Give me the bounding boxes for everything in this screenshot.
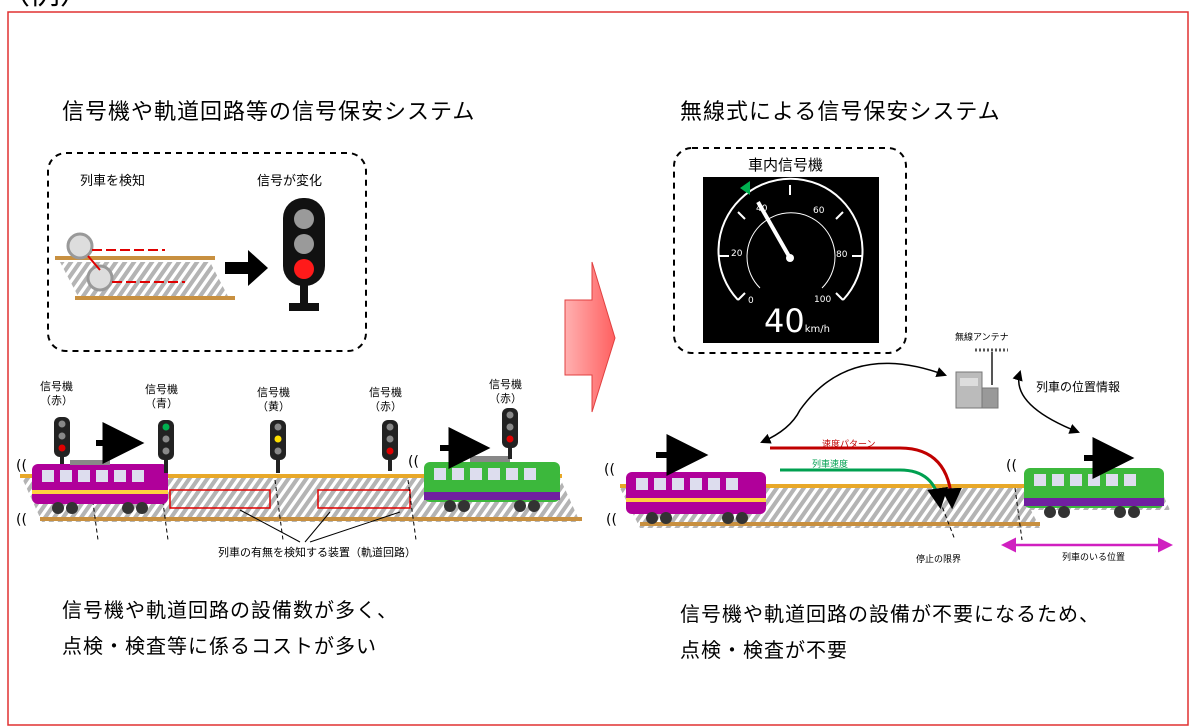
dial-tick-80: 80: [836, 250, 848, 260]
speed-pattern-curve: [770, 446, 962, 510]
right-green-train: [1024, 468, 1164, 518]
dial-tick-0: 0: [748, 296, 754, 306]
dial-tick-40: 40: [756, 204, 768, 214]
radio-wave-icon: ((: [604, 462, 615, 478]
radio-wave-icon: ((: [16, 458, 27, 474]
inset-signal-icon: [283, 198, 325, 311]
signal-5-icon: [502, 408, 518, 459]
radio-wave-icon: ((: [606, 512, 617, 528]
signal-label: 信号機（赤）: [369, 386, 402, 413]
signal-label: 信号機（赤）: [489, 378, 522, 405]
left-green-train: [424, 456, 560, 512]
signal-3-icon: [270, 420, 286, 473]
speedometer-dial: [717, 177, 864, 301]
position-info-arrow-icon: [1012, 369, 1080, 434]
signal-2-icon: [158, 420, 174, 473]
radio-wave-icon: ((: [16, 512, 27, 528]
right-caption-line1: 信号機や軌道回路の設備が不要になるため、: [680, 602, 1100, 626]
right-inset-box: [673, 147, 907, 354]
header-fragment: （例）: [0, 0, 90, 12]
stop-limit-label: 停止の限界: [916, 555, 962, 565]
left-purple-train: [32, 460, 168, 514]
right-purple-train: [626, 472, 766, 524]
speed-limit-marker-icon: [740, 181, 750, 195]
speed-pattern-label: 速度パターン: [822, 440, 876, 450]
speed-readout: 40km/h: [764, 302, 830, 340]
signal-4-icon: [382, 420, 398, 471]
train-speed-label: 列車速度: [812, 460, 849, 470]
track-circuit-label: 列車の有無を検知する装置（軌道回路）: [218, 546, 416, 559]
radio-wave-icon: ((: [408, 454, 419, 470]
change-label: 信号が変化: [257, 174, 323, 189]
radio-wave-icon: ((: [1006, 458, 1017, 474]
right-title: 無線式による信号保安システム: [680, 100, 1001, 125]
antenna-label: 無線アンテナ: [955, 333, 1009, 343]
transition-arrow-icon: [564, 261, 616, 413]
left-caption-line2: 点検・検査等に係るコストが多い: [62, 634, 377, 658]
dial-tick-100: 100: [814, 295, 832, 305]
dial-tick-20: 20: [731, 249, 743, 259]
dial-tick-60: 60: [813, 206, 825, 216]
antenna-icon: [955, 348, 1008, 409]
frame-border: [7, 11, 1189, 726]
signal-label: 信号機（青）: [145, 383, 178, 410]
inset-arrow-icon: [225, 250, 268, 286]
detect-label: 列車を検知: [80, 174, 146, 189]
left-caption-line1: 信号機や軌道回路の設備数が多く、: [62, 598, 398, 622]
speed-needle: [756, 201, 792, 259]
left-title: 信号機や軌道回路等の信号保安システム: [62, 100, 476, 125]
train-position-label: 列車のいる位置: [1062, 553, 1126, 563]
inset-track: [55, 232, 235, 300]
train-speed-curve: [780, 468, 949, 510]
signal-1-icon: [54, 417, 70, 464]
signal-label: 信号機（赤）: [40, 380, 73, 407]
left-inset-box: [47, 152, 367, 352]
radio-link-arrow-icon: [760, 362, 947, 444]
position-info-label: 列車の位置情報: [1036, 380, 1121, 394]
right-caption-line2: 点検・検査が不要: [680, 638, 848, 662]
signal-label: 信号機（黄）: [257, 386, 290, 413]
cab-signal-title: 車内信号機: [748, 156, 824, 174]
